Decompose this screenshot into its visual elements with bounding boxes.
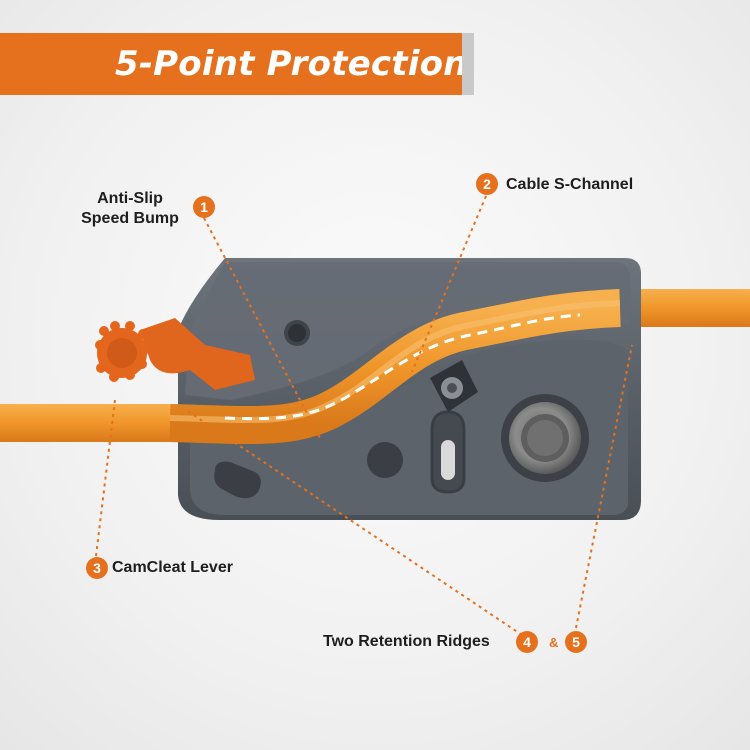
- leader-line-5: [575, 344, 633, 629]
- leader-line-4: [185, 409, 523, 636]
- page-title: 5-Point Protection: [115, 44, 468, 84]
- title-banner: 5-Point Protection: [0, 33, 474, 95]
- callout-ampersand: &: [549, 635, 559, 650]
- camcleat-lever: [140, 318, 255, 390]
- callout-label-retention-ridges: Two Retention Ridges: [323, 633, 490, 650]
- callout-label-s-channel: Cable S-Channel: [506, 176, 634, 193]
- callout-badge-4: 4: [516, 631, 538, 653]
- cable-s-channel: [169, 289, 621, 445]
- leader-line-3: [95, 399, 116, 557]
- callout-label-1-line1: Anti-Slip: [97, 190, 163, 207]
- callout-badge-3: 3: [86, 557, 108, 579]
- callout-label-1-line2: Speed Bump: [81, 210, 179, 227]
- title-banner-tail: [462, 33, 474, 95]
- mount-hole: [367, 442, 403, 478]
- oval-slot: [214, 461, 261, 499]
- callout-badge-5: 5: [565, 631, 587, 653]
- callout-label-anti-slip: Anti-Slip Speed Bump: [72, 189, 188, 229]
- s-channel-dashed-line: [224, 313, 581, 421]
- callout-badge-2: 2: [476, 173, 498, 195]
- callout-badge-1: 1: [193, 196, 215, 218]
- upper-jaw: [185, 262, 630, 400]
- callout-label-camcleat-lever: CamCleat Lever: [112, 559, 233, 576]
